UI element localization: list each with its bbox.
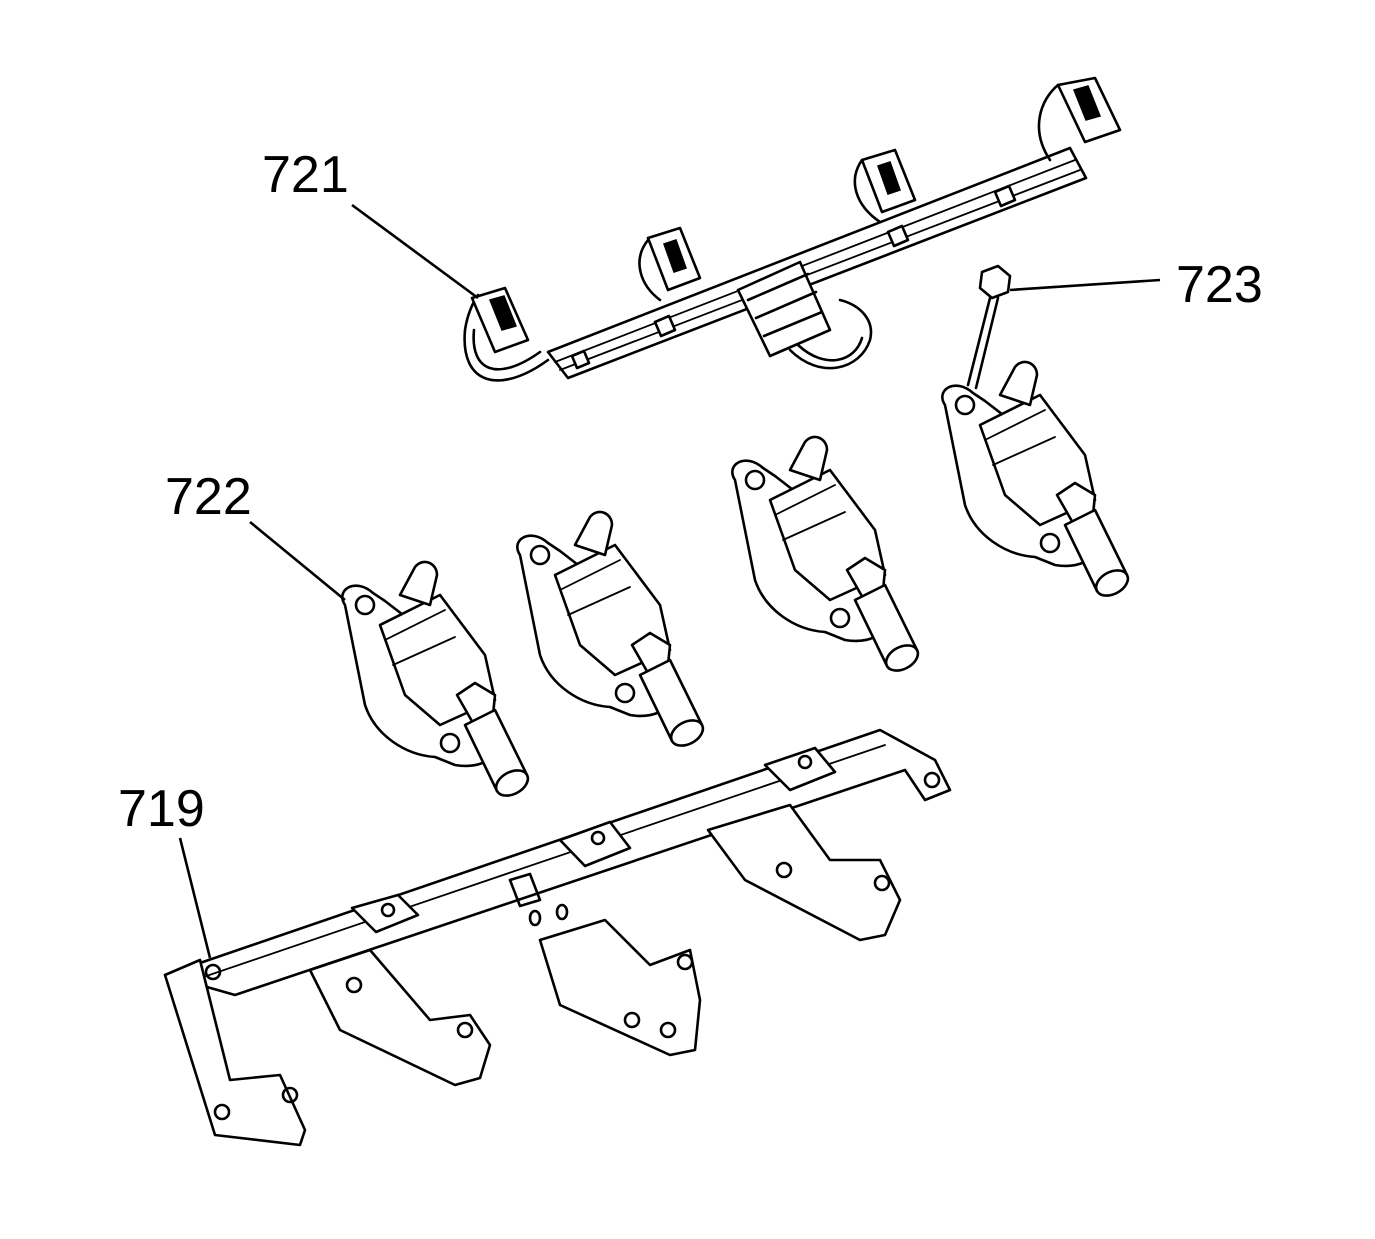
mounting-bracket xyxy=(163,728,952,1147)
callout-723: 723 xyxy=(1176,256,1263,314)
leader-722 xyxy=(249,520,346,602)
bolt xyxy=(966,264,1012,390)
wiring-harness xyxy=(463,76,1122,382)
ignition-coil-1 xyxy=(341,560,534,802)
leader-723 xyxy=(1009,278,1161,292)
ignition-coil-2 xyxy=(516,510,709,752)
callout-719: 719 xyxy=(118,780,205,838)
callout-722: 722 xyxy=(165,468,252,526)
callout-721: 721 xyxy=(262,146,349,204)
leader-721 xyxy=(351,203,479,300)
ignition-coil-3 xyxy=(731,435,924,677)
leader-719 xyxy=(178,837,212,959)
ignition-coil-4 xyxy=(941,360,1134,602)
